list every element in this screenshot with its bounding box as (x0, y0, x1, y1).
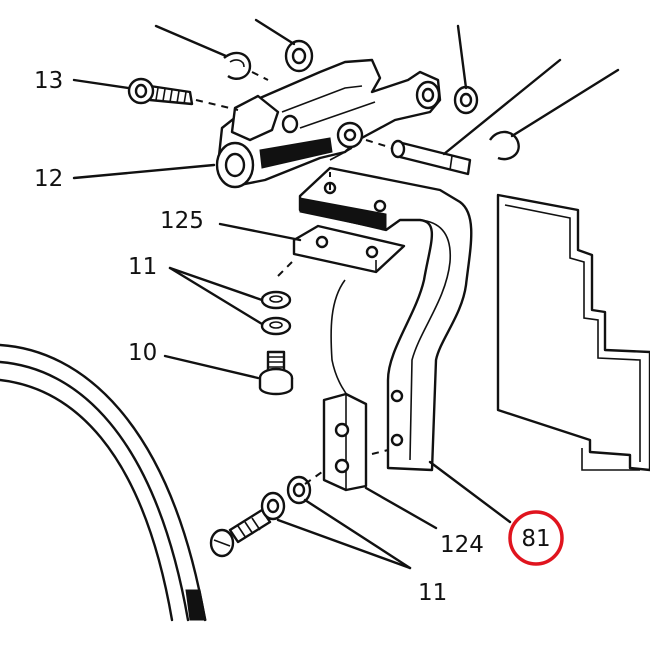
highlighted-reference-81: 81 (508, 510, 564, 566)
callout-13: 13 (34, 68, 63, 94)
callout-11-bottom: 11 (418, 580, 447, 606)
highlight-circle (508, 510, 564, 566)
bracket-part-81 (298, 166, 473, 472)
callout-125: 125 (160, 208, 204, 234)
bottom-washers-and-screw (209, 471, 323, 558)
plate-part-124 (322, 392, 389, 492)
callout-124: 124 (440, 532, 484, 558)
callout-12: 12 (34, 166, 63, 192)
plate-part-125 (292, 224, 406, 274)
washers-and-screw-10 (258, 261, 294, 396)
pin-and-clip (365, 85, 520, 176)
hinge-arm-part-12 (215, 58, 442, 189)
casing-panel (496, 193, 650, 472)
callout-81: 81 (521, 526, 550, 552)
screw-part-13 (127, 77, 239, 111)
wheel-arc (0, 343, 207, 622)
callout-11-top: 11 (128, 254, 157, 280)
leader-lines (72, 18, 620, 570)
callout-10: 10 (128, 340, 157, 366)
top-washers (223, 39, 314, 81)
callout-labels: 13 12 125 11 10 124 11 (34, 68, 484, 606)
